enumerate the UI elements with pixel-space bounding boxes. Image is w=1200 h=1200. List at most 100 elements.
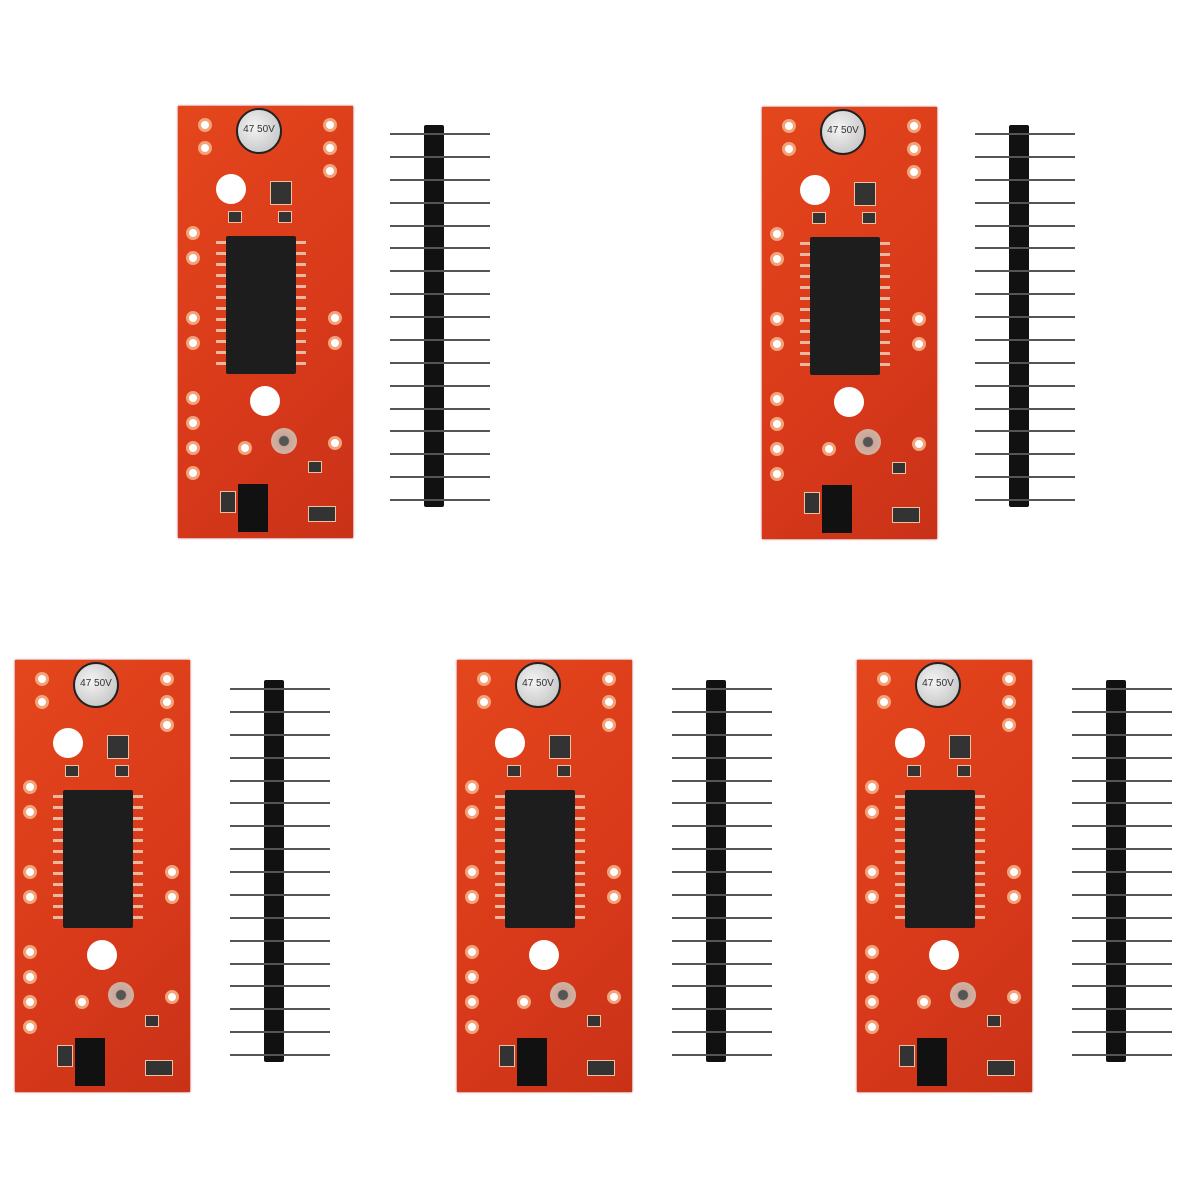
header-pin	[672, 916, 772, 919]
smd-component	[145, 1060, 173, 1076]
chip-leg	[880, 330, 890, 333]
pin-hole	[1002, 672, 1016, 686]
chip-leg	[53, 883, 63, 886]
chip-leg	[800, 319, 810, 322]
driver-chip	[226, 236, 296, 374]
driver-board: 47 50V	[457, 660, 632, 1092]
chip-leg	[975, 795, 985, 798]
potentiometer	[950, 982, 976, 1008]
chip-leg	[895, 883, 905, 886]
pin-hole	[328, 311, 342, 325]
pin-hole	[23, 805, 37, 819]
smd-component	[107, 735, 129, 759]
header-pin	[230, 825, 330, 828]
pin-hole	[1007, 865, 1021, 879]
smd-component	[220, 491, 236, 513]
pin-hole	[770, 337, 784, 351]
pin-hole	[865, 995, 879, 1009]
header-pin	[975, 201, 1075, 204]
chip-leg	[495, 817, 505, 820]
pin-hole	[23, 995, 37, 1009]
chip-leg	[495, 905, 505, 908]
header-pin	[672, 825, 772, 828]
header-pin	[1072, 802, 1172, 805]
voltage-regulator	[822, 485, 852, 533]
chip-leg	[216, 263, 226, 266]
header-pin	[1072, 1031, 1172, 1034]
header-pin	[390, 476, 490, 479]
header-pin	[672, 733, 772, 736]
header-pin	[1072, 779, 1172, 782]
capacitor: 47 50V	[73, 662, 119, 708]
smd-component	[308, 461, 322, 473]
driver-chip	[63, 790, 133, 928]
chip-leg	[216, 285, 226, 288]
chip-leg	[880, 253, 890, 256]
chip-leg	[575, 850, 585, 853]
pin-hole	[465, 1020, 479, 1034]
smd-component	[557, 765, 571, 777]
pin-hole	[1007, 990, 1021, 1004]
chip-leg	[880, 275, 890, 278]
pin-hole	[23, 970, 37, 984]
pin-hole	[770, 467, 784, 481]
capacitor: 47 50V	[515, 662, 561, 708]
pin-hole	[907, 142, 921, 156]
chip-leg	[296, 307, 306, 310]
chip-leg	[975, 872, 985, 875]
header-pin	[230, 848, 330, 851]
header-pin	[390, 316, 490, 318]
pin-hole	[912, 312, 926, 326]
chip-leg	[495, 806, 505, 809]
header-pin	[975, 133, 1075, 135]
driver-board: 47 50V	[762, 107, 937, 539]
chip-leg	[495, 861, 505, 864]
smd-component	[308, 506, 336, 522]
pin-hole	[198, 118, 212, 132]
header-pin	[1072, 871, 1172, 873]
chip-leg	[895, 828, 905, 831]
pin-hole	[865, 1020, 879, 1034]
mounting-hole	[87, 940, 117, 970]
smd-component	[549, 735, 571, 759]
header-pin	[390, 499, 490, 501]
header-pin	[1072, 688, 1172, 690]
chip-leg	[895, 795, 905, 798]
chip-leg	[296, 252, 306, 255]
pin-hole	[186, 226, 200, 240]
pin-hole	[477, 672, 491, 686]
chip-leg	[216, 252, 226, 255]
header-pin	[975, 361, 1075, 364]
chip-leg	[575, 861, 585, 864]
pin-hole	[165, 990, 179, 1004]
mounting-hole	[53, 728, 83, 758]
chip-leg	[296, 296, 306, 299]
potentiometer	[108, 982, 134, 1008]
mounting-hole	[895, 728, 925, 758]
smd-component	[957, 765, 971, 777]
mounting-hole	[250, 386, 280, 416]
chip-leg	[895, 916, 905, 919]
chip-leg	[495, 839, 505, 842]
smd-component	[65, 765, 79, 777]
header-pin	[672, 802, 772, 805]
chip-leg	[975, 861, 985, 864]
pin-hole	[770, 417, 784, 431]
pin-hole	[465, 805, 479, 819]
header-pin	[1072, 893, 1172, 896]
chip-leg	[880, 297, 890, 300]
chip-leg	[216, 296, 226, 299]
header-pin	[1072, 939, 1172, 942]
smd-component	[892, 507, 920, 523]
smd-component	[145, 1015, 159, 1027]
chip-leg	[800, 363, 810, 366]
header-pin	[1072, 756, 1172, 759]
header-pin	[230, 710, 330, 713]
pin-hole	[160, 672, 174, 686]
chip-leg	[575, 872, 585, 875]
pin-hole	[323, 141, 337, 155]
chip-leg	[800, 330, 810, 333]
header-pin	[672, 1054, 772, 1056]
chip-leg	[133, 850, 143, 853]
chip-leg	[575, 905, 585, 908]
